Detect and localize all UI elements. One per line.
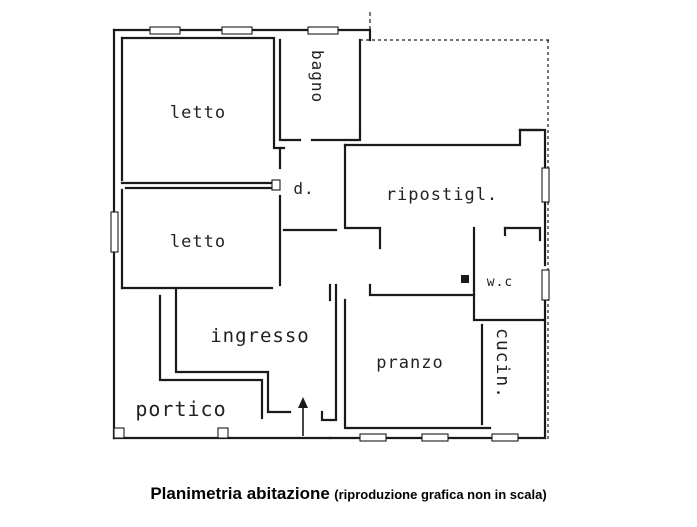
room-label-ingresso: ingresso — [210, 325, 310, 347]
room-bagno-walls — [278, 38, 362, 142]
room-label-ripostiglio: ripostigl. — [386, 185, 498, 205]
room-label-pranzo: pranzo — [376, 353, 443, 373]
floor-plan: letto bagno d. ripostigl. letto w.c ingr… — [110, 12, 550, 442]
window — [110, 211, 119, 253]
room-label-letto: letto — [170, 232, 226, 252]
room-letto-walls — [120, 186, 274, 290]
window — [307, 26, 339, 35]
window — [221, 26, 253, 35]
window — [149, 26, 181, 35]
window — [541, 269, 550, 301]
room-ripostiglio-walls — [343, 128, 542, 292]
caption-note: (riproduzione grafica non in scala) — [334, 487, 547, 502]
wc-fixture — [461, 275, 469, 283]
room-ingresso-walls — [158, 283, 338, 422]
windows — [110, 26, 550, 442]
plan-caption: Planimetria abitazione (riproduzione gra… — [0, 484, 697, 504]
room-label-letto-top: letto — [170, 103, 226, 123]
window — [359, 433, 387, 442]
room-label-cucina: cucin. — [492, 328, 513, 399]
construction-lines — [360, 12, 550, 440]
room-pranzo-walls — [343, 298, 492, 430]
room-wc-walls — [368, 275, 547, 322]
entrance-arrow-icon — [298, 397, 308, 436]
room-label-disimpegno: d. — [293, 179, 314, 198]
room-label-portico: portico — [135, 397, 226, 421]
room-label-wc: w.c — [487, 275, 513, 290]
room-label-bagno: bagno — [308, 50, 327, 103]
window — [491, 433, 519, 442]
pillar — [113, 427, 125, 439]
pillar — [217, 427, 229, 439]
corridor-walls — [278, 146, 338, 287]
window — [541, 167, 550, 203]
door-jamb — [271, 179, 281, 191]
window — [421, 433, 449, 442]
caption-title: Planimetria abitazione — [150, 484, 330, 503]
